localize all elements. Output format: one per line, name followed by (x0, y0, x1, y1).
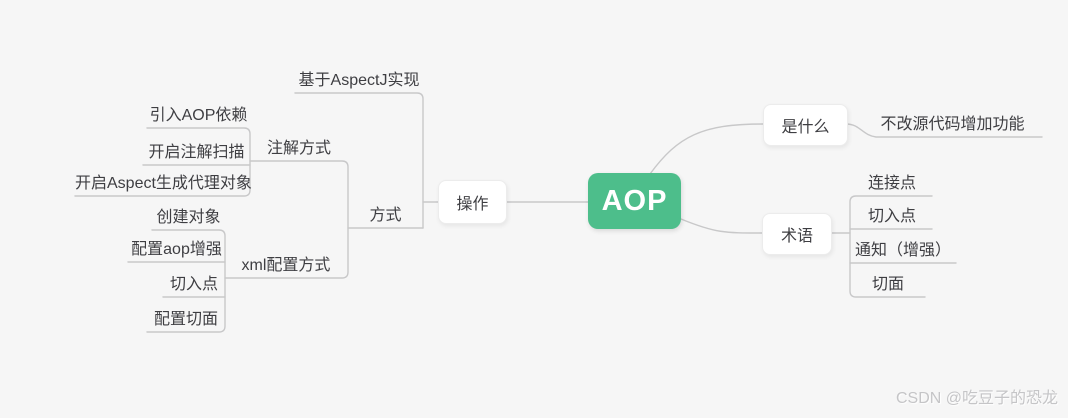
node-create-object[interactable]: 创建对象 (156, 209, 221, 226)
node-enable-annotation-scan[interactable]: 开启注解扫描 (148, 144, 245, 161)
node-advice[interactable]: 通知（增强） (854, 242, 951, 259)
link-method-children-bracket (224, 160, 349, 279)
node-config-aspect[interactable]: 配置切面 (153, 311, 218, 328)
link-xml-children-bracket (146, 229, 226, 333)
watermark: CSDN @吃豆子的恐龙 (895, 390, 1058, 407)
link-root-whatis (649, 123, 764, 175)
node-pointcut-right[interactable]: 切入点 (867, 208, 916, 225)
root-node-aop[interactable]: AOP (588, 173, 681, 229)
node-config-aop-enhance[interactable]: 配置aop增强 (131, 241, 222, 258)
node-operation[interactable]: 操作 (438, 180, 507, 224)
node-joinpoint[interactable]: 连接点 (867, 175, 916, 192)
node-annotation-way[interactable]: 注解方式 (266, 140, 331, 157)
node-aspect[interactable]: 切面 (871, 276, 904, 293)
node-pointcut-left[interactable]: 切入点 (169, 276, 218, 293)
link-annotation-children-bracket (74, 127, 251, 197)
node-what-is[interactable]: 是什么 (763, 104, 848, 146)
node-add-function-no-source-change[interactable]: 不改源代码增加功能 (880, 116, 1025, 133)
link-operation-children-bracket (294, 92, 424, 229)
node-enable-aspect-proxy[interactable]: 开启Aspect生成代理对象 (75, 175, 252, 192)
node-aspectj-impl[interactable]: 基于AspectJ实现 (298, 72, 420, 89)
link-terminology-children-bracket (849, 195, 933, 298)
link-whatis-child (845, 123, 1043, 138)
node-xml-config-way[interactable]: xml配置方式 (241, 257, 331, 274)
node-method[interactable]: 方式 (369, 207, 402, 224)
node-import-aop-dependency[interactable]: 引入AOP依赖 (149, 107, 248, 124)
node-terminology[interactable]: 术语 (762, 213, 832, 255)
link-root-terminology (680, 218, 763, 234)
